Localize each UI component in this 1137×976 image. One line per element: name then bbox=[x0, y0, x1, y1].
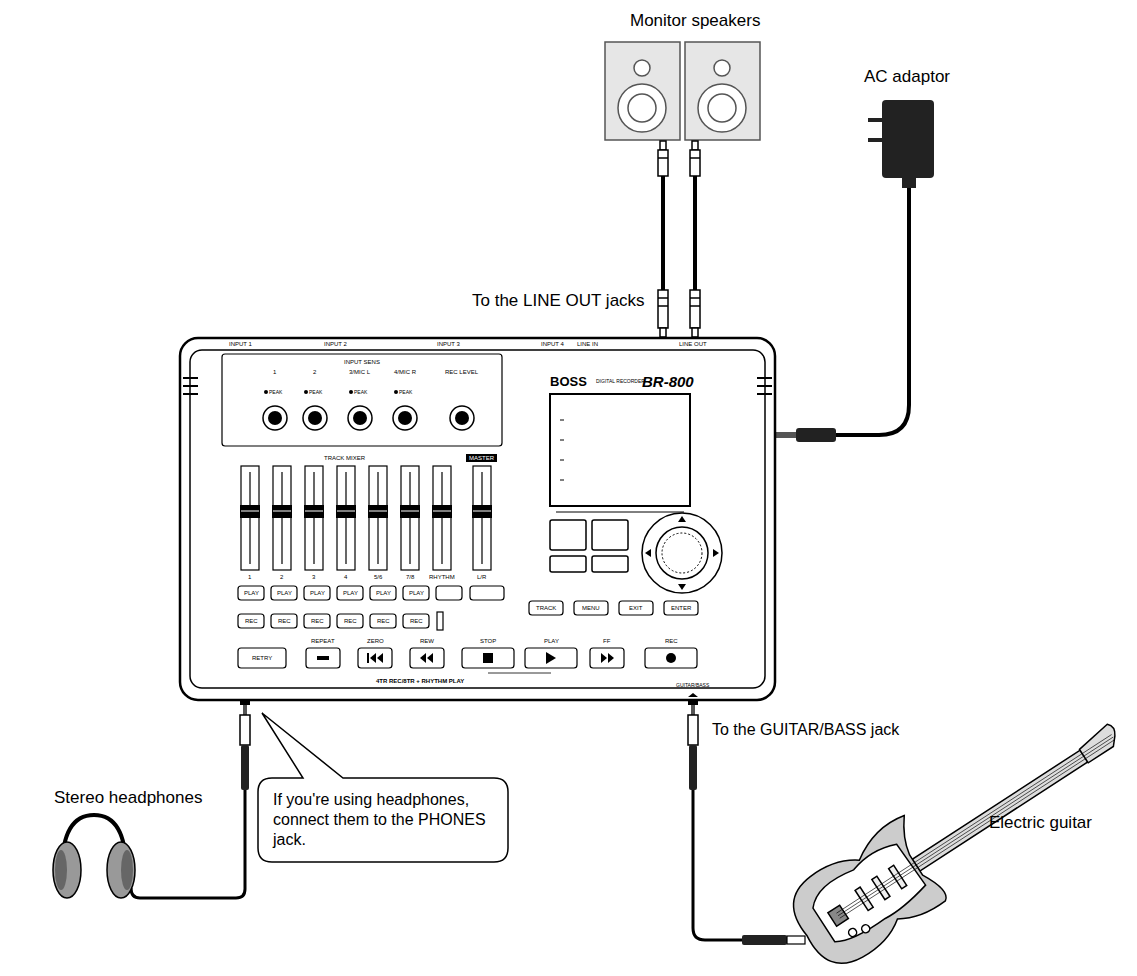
panel-label: 5/6 bbox=[374, 574, 382, 580]
panel-label: PEAK bbox=[399, 390, 412, 395]
panel-label: MENU bbox=[582, 605, 600, 611]
panel-label: 7/8 bbox=[406, 574, 414, 580]
recorder-body bbox=[180, 338, 775, 705]
panel-label: 3 bbox=[312, 574, 315, 580]
panel-label: PLAY bbox=[310, 590, 325, 596]
panel-label: LINE IN bbox=[577, 341, 598, 347]
panel-label: INPUT 3 bbox=[437, 341, 460, 347]
panel-label: EXIT bbox=[629, 605, 642, 611]
callout-label: To the LINE OUT jacks bbox=[472, 292, 645, 309]
panel-label: GUITAR/BASS bbox=[676, 683, 709, 688]
callout-bubble: If you're using headphones, connect them… bbox=[258, 778, 508, 862]
panel-label: L/R bbox=[477, 574, 486, 580]
panel-label: PLAY bbox=[343, 590, 358, 596]
panel-label: INPUT 2 bbox=[324, 341, 347, 347]
monitor-speakers bbox=[605, 42, 760, 140]
panel-label: 2 bbox=[313, 369, 316, 375]
panel-label: PLAY bbox=[244, 590, 259, 596]
panel-label: ZERO bbox=[367, 638, 384, 644]
panel-label: 4 bbox=[344, 574, 347, 580]
panel-label: PLAY bbox=[544, 638, 559, 644]
panel-label: INPUT SENS bbox=[344, 359, 380, 365]
headphones bbox=[53, 705, 250, 898]
panel-label: ENTER bbox=[671, 605, 691, 611]
callout-label: Stereo headphones bbox=[54, 789, 202, 806]
panel-label: 4/MIC R bbox=[394, 369, 416, 375]
guitar-cable bbox=[688, 705, 805, 945]
panel-label: REPEAT bbox=[311, 638, 335, 644]
panel-label: REC bbox=[344, 618, 357, 624]
panel-label: INPUT 4 bbox=[541, 341, 564, 347]
panel-label: REC bbox=[311, 618, 324, 624]
panel-label: REC LEVEL bbox=[445, 369, 478, 375]
panel-label: 3/MIC L bbox=[349, 369, 370, 375]
panel-label: FF bbox=[603, 638, 610, 644]
panel-label: STOP bbox=[480, 638, 496, 644]
panel-label: PLAY bbox=[409, 590, 424, 596]
panel-label: TRACK MIXER bbox=[324, 455, 365, 461]
panel-label: PEAK bbox=[269, 390, 282, 395]
panel-label: REC bbox=[377, 618, 390, 624]
panel-label: PLAY bbox=[376, 590, 391, 596]
callout-label: AC adaptor bbox=[864, 68, 950, 85]
panel-label: RETRY bbox=[252, 655, 272, 661]
panel-label: 4TR REC/8TR + RHYTHM PLAY bbox=[376, 678, 464, 684]
panel-label: PEAK bbox=[354, 390, 367, 395]
panel-label: DIGITAL RECORDER bbox=[596, 379, 645, 384]
panel-label: BR-800 bbox=[642, 374, 694, 389]
panel-label: MASTER bbox=[466, 454, 497, 462]
panel-label: REW bbox=[420, 638, 434, 644]
panel-label: REC bbox=[665, 638, 678, 644]
panel-label: TRACK bbox=[536, 605, 556, 611]
panel-label: BOSS bbox=[550, 375, 587, 388]
panel-label: REC bbox=[245, 618, 258, 624]
panel-label: RHYTHM bbox=[429, 574, 455, 580]
panel-label: REC bbox=[410, 618, 423, 624]
callout-label: Monitor speakers bbox=[630, 12, 760, 29]
callout-text: If you're using headphones, connect them… bbox=[258, 778, 508, 862]
panel-label: INPUT 1 bbox=[229, 341, 252, 347]
panel-label: 2 bbox=[280, 574, 283, 580]
panel-label: 1 bbox=[248, 574, 251, 580]
rca-cables bbox=[658, 141, 700, 337]
panel-label: 1 bbox=[273, 369, 276, 375]
panel-label: PLAY bbox=[277, 590, 292, 596]
panel-label: LINE OUT bbox=[679, 341, 707, 347]
panel-label: REC bbox=[278, 618, 291, 624]
bubble-path bbox=[258, 713, 508, 862]
ac-adaptor bbox=[776, 100, 934, 442]
panel-label: PEAK bbox=[309, 390, 322, 395]
callout-label: Electric guitar bbox=[989, 814, 1092, 831]
callout-label: To the GUITAR/BASS jack bbox=[712, 722, 899, 738]
